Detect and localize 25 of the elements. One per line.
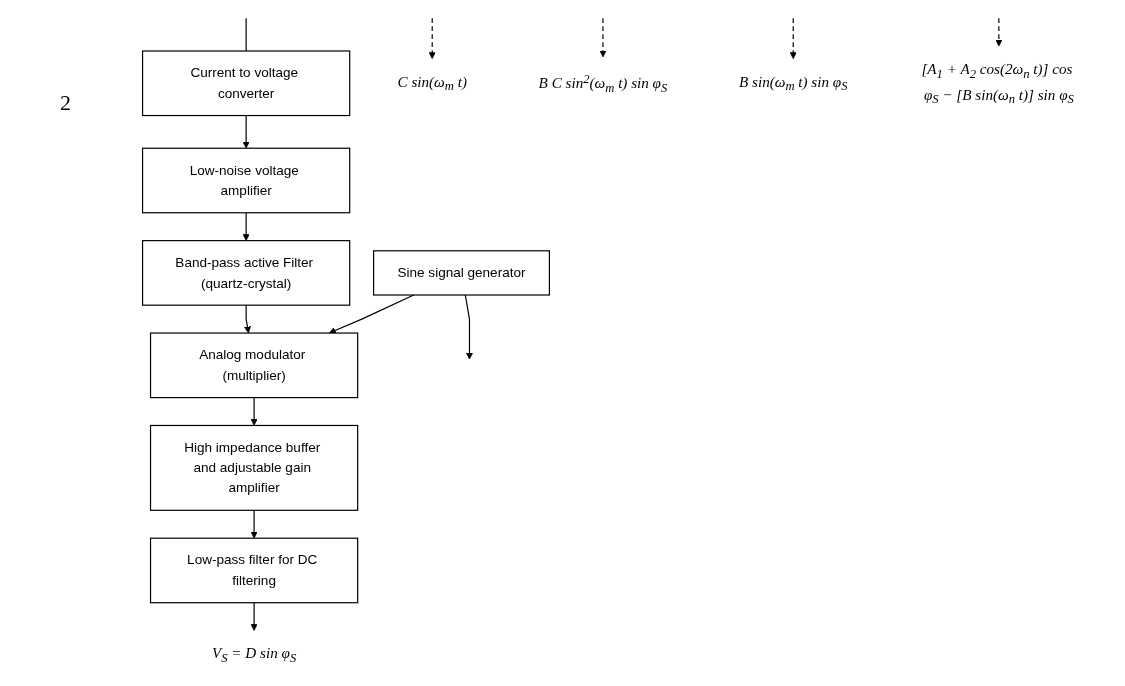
arrow: [250, 397, 258, 426]
arrow: [464, 294, 473, 360]
arrow: [244, 304, 251, 334]
node-text: B sin(ω$_{m}$ t) sin φ$_{S}$: [739, 73, 848, 93]
node-box: Analog modulator (multiplier): [149, 332, 359, 399]
arrow: [242, 114, 250, 149]
node-box: Band-pass active Filter (quartz-crystal): [141, 240, 351, 306]
node-text: V$_{S}$ = D sin φ$_{S}$: [212, 644, 297, 665]
node-text: [A$_{1}$ + A$_{2}$ cos(2ω$_{n}$ t)] cos φ$_{S}$ − [B sin(ω$_{n}$ t)] sin φ$_{S}$: [921, 60, 1074, 106]
node-text: C sin(ω$_{m}$ t): [397, 73, 467, 93]
arrow: [428, 17, 436, 60]
node-box: Sine signal generator: [373, 250, 550, 296]
arrow: [789, 17, 797, 60]
node-box: Low-noise voltage amplifier: [141, 147, 351, 214]
arrow: [250, 509, 258, 539]
node-text: B C sin$^{2}$(ω$_{m}$ t) sin φ$_{S}$: [538, 71, 668, 95]
label-text: 2: [60, 90, 72, 116]
connector: [245, 17, 247, 52]
node-box: Current to voltage converter: [141, 50, 351, 117]
node-box: Low-pass filter for DC filtering: [149, 537, 359, 604]
arrow: [242, 212, 250, 241]
arrow: [995, 17, 1003, 47]
arrow: [250, 602, 258, 631]
node-box: High impedance buffer and adjustable gain amplifier: [149, 424, 359, 511]
arrow: [599, 17, 607, 58]
